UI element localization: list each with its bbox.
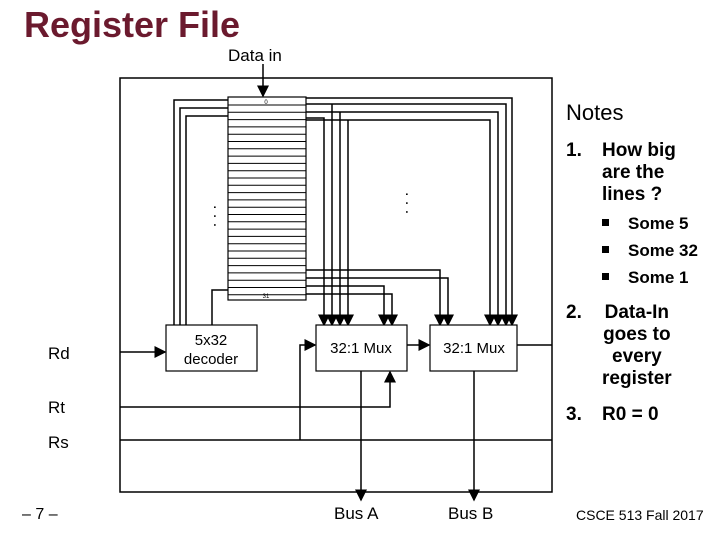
- rt-label: Rt: [48, 398, 65, 417]
- register-31-label: 31: [263, 294, 270, 300]
- note-1-line: lines ?: [602, 184, 663, 205]
- note-1-number: 1.: [566, 140, 582, 161]
- rt-line: [120, 370, 396, 408]
- page-number: – 7 –: [22, 506, 58, 523]
- note-2-line: goes to: [603, 324, 671, 345]
- data-in-label: Data in: [228, 46, 282, 65]
- page-title: Register File: [24, 4, 241, 45]
- bullet-square-icon: [602, 273, 609, 281]
- rd-label: Rd: [48, 344, 70, 363]
- mux-b-label: 32:1 Mux: [443, 340, 505, 357]
- left-ellipsis: . . .: [210, 205, 227, 227]
- note-1-line: How big: [602, 140, 676, 161]
- note-3-number: 3.: [566, 404, 582, 425]
- outer-frame: [119, 77, 553, 493]
- note-2-line: register: [602, 368, 672, 389]
- note-1-bullet: Some 1: [602, 268, 688, 288]
- course-label: CSCE 513 Fall 2017: [576, 507, 704, 523]
- register-stack: [227, 96, 307, 301]
- note-2-line: Data-In: [604, 302, 670, 323]
- rs-to-mux: [299, 339, 317, 440]
- right-ellipsis: . . .: [402, 192, 419, 214]
- decoder-label-2: decoder: [184, 351, 238, 368]
- bus-a-label: Bus A: [334, 504, 379, 523]
- bullet-square-icon: [602, 246, 609, 254]
- write-enable-lines: [173, 99, 228, 325]
- note-1-bullet: Some 5: [602, 214, 688, 234]
- bullet-square-icon: [602, 219, 609, 227]
- rs-label: Rs: [48, 433, 69, 452]
- note-1-line: are the: [602, 162, 665, 183]
- read-lines: [306, 97, 518, 327]
- decoder-label-1: 5x32: [195, 332, 228, 349]
- mux-a-label: 32:1 Mux: [330, 340, 392, 357]
- note-1-bullet: Some 32: [602, 241, 698, 261]
- decoder-box: [165, 324, 258, 372]
- note-2-number: 2.: [566, 302, 582, 323]
- bus-b-label: Bus B: [448, 504, 494, 523]
- mux-b-box: [429, 324, 518, 372]
- register-0-label: 0: [264, 100, 268, 106]
- notes-heading: Notes: [566, 100, 624, 125]
- note-2-line: every: [612, 346, 662, 367]
- note-3-line: R0 = 0: [602, 404, 659, 425]
